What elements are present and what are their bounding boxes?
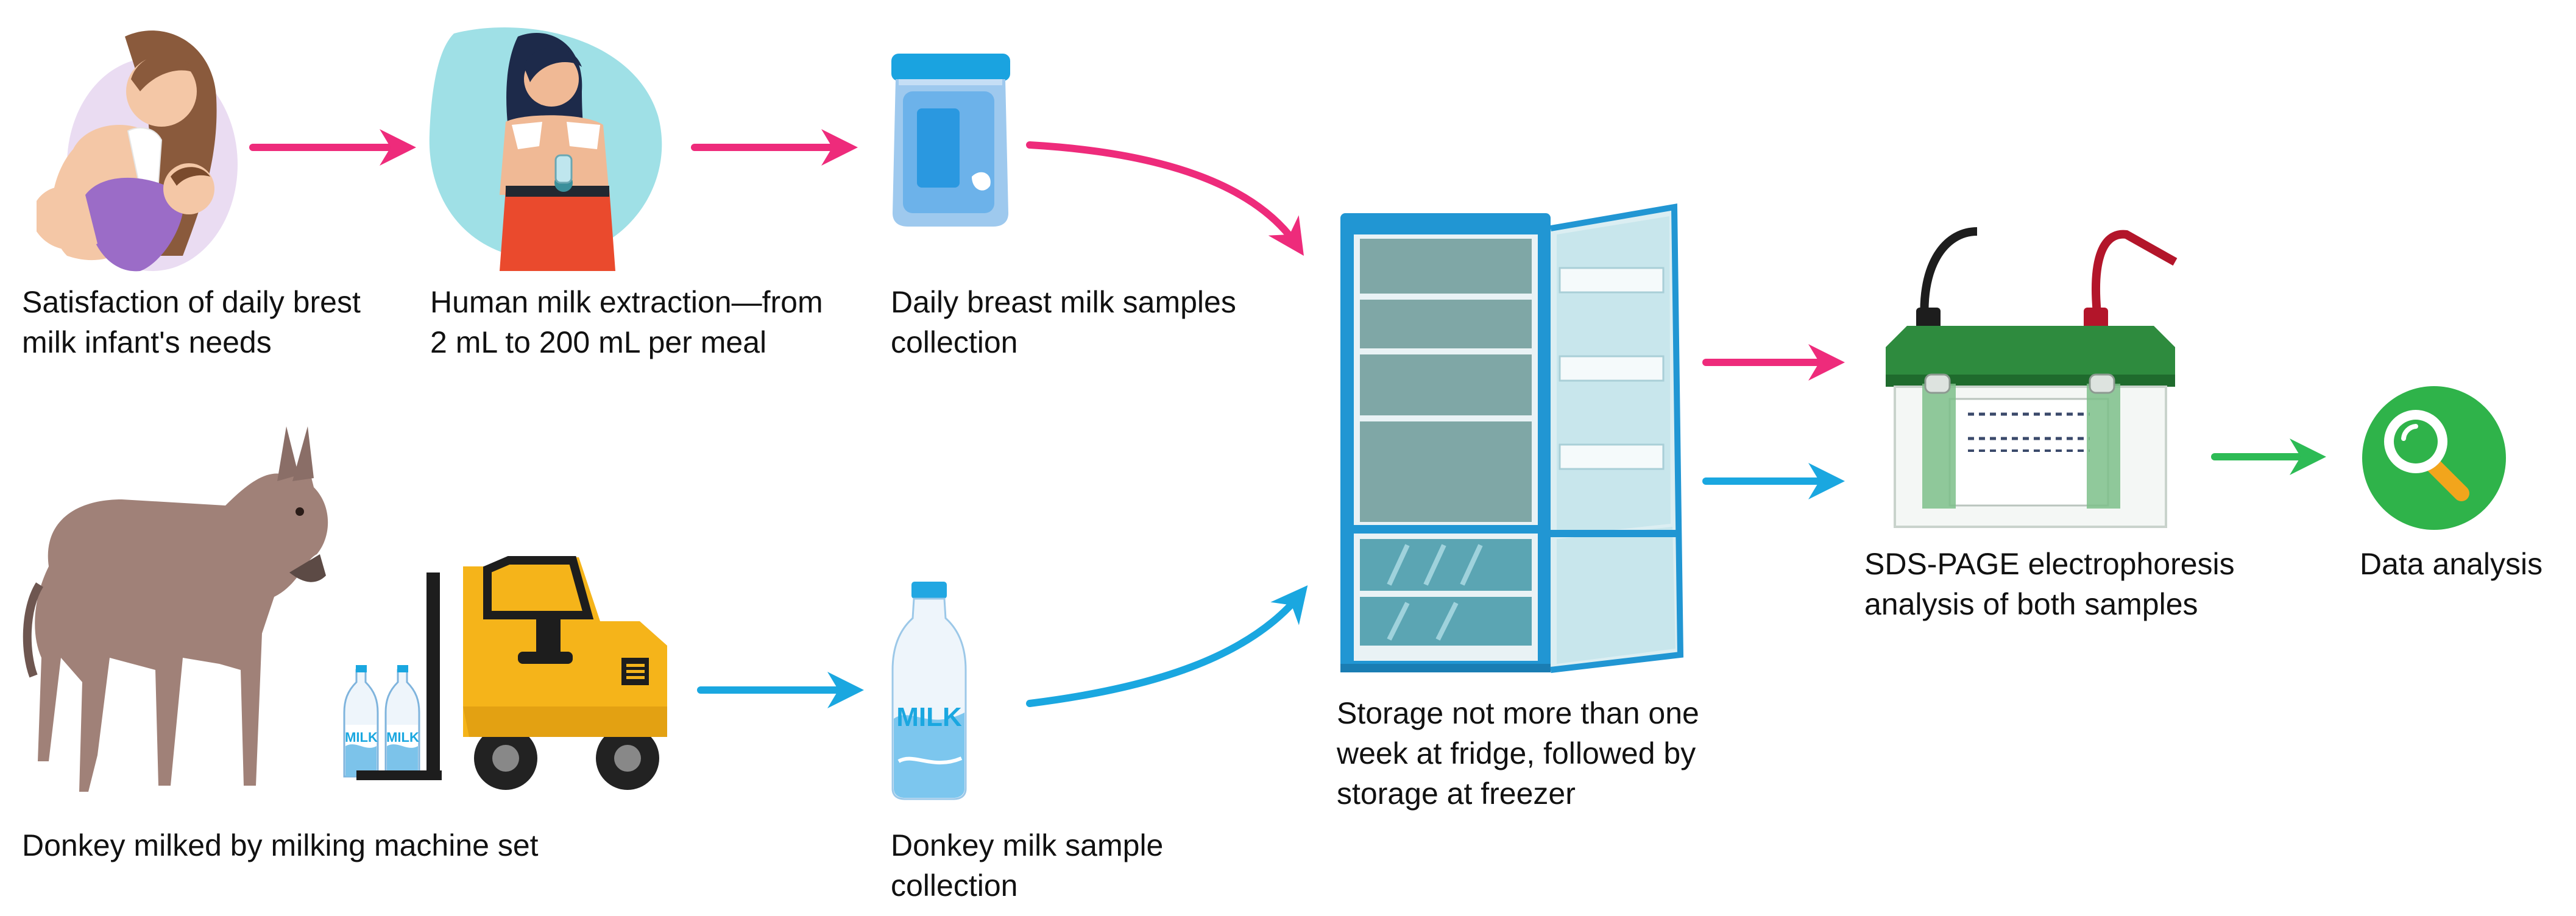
caption-line: SDS-PAGE electrophoresis [1864, 547, 2235, 581]
caption-data-analysis: Data analysis [2360, 544, 2542, 584]
caption-extraction: Human milk extraction—from 2 mL to 200 m… [430, 282, 823, 362]
caption-line: Donkey milked by milking machine set [22, 828, 539, 862]
milk-container-icon [891, 54, 1010, 227]
caption-line: Human milk extraction—from [430, 285, 823, 319]
svg-text:MILK: MILK [386, 730, 419, 745]
donkey-and-forklift-icon: MILK MILK [23, 426, 667, 792]
electrophoresis-tank-icon [1886, 227, 2178, 528]
caption-storage: Storage not more than one week at fridge… [1337, 693, 1699, 814]
caption-donkey-collection: Donkey milk sample collection [891, 825, 1163, 906]
caption-line: Donkey milk sample [891, 828, 1164, 862]
caption-line: Satisfaction of daily brest [22, 285, 361, 319]
milk-bottle-icon: MILK [891, 582, 967, 800]
caption-donkey: Donkey milked by milking machine set [22, 825, 539, 865]
caption-line: storage at freezer [1337, 777, 1576, 811]
caption-line: Daily breast milk samples [891, 285, 1236, 319]
arrow-bottle-to-fridge [1026, 585, 1308, 707]
caption-line: Data analysis [2360, 547, 2543, 581]
caption-line: collection [891, 325, 1018, 359]
svg-text:MILK: MILK [345, 730, 378, 745]
caption-line: analysis of both samples [1864, 587, 2198, 621]
caption-line: week at fridge, followed by [1337, 736, 1696, 770]
bottle-milk-label: MILK [896, 702, 962, 732]
woman-pumping-milk-icon [429, 27, 662, 271]
arrow-collection-to-fridge [1026, 141, 1304, 256]
caption-line: Storage not more than one [1337, 696, 1699, 730]
caption-line: milk infant's needs [22, 325, 272, 359]
caption-line: collection [891, 868, 1018, 903]
arrows [249, 129, 2326, 708]
caption-sds-page: SDS-PAGE electrophoresis analysis of bot… [1864, 544, 2235, 624]
magnifier-icon [2362, 386, 2506, 530]
refrigerator-icon [1340, 203, 1684, 673]
caption-line: 2 mL to 200 mL per meal [430, 325, 767, 359]
caption-breastfeeding: Satisfaction of daily brest milk infant'… [22, 282, 361, 362]
breastfeeding-mother-icon [37, 30, 238, 272]
caption-breast-collection: Daily breast milk samples collection [891, 282, 1236, 362]
